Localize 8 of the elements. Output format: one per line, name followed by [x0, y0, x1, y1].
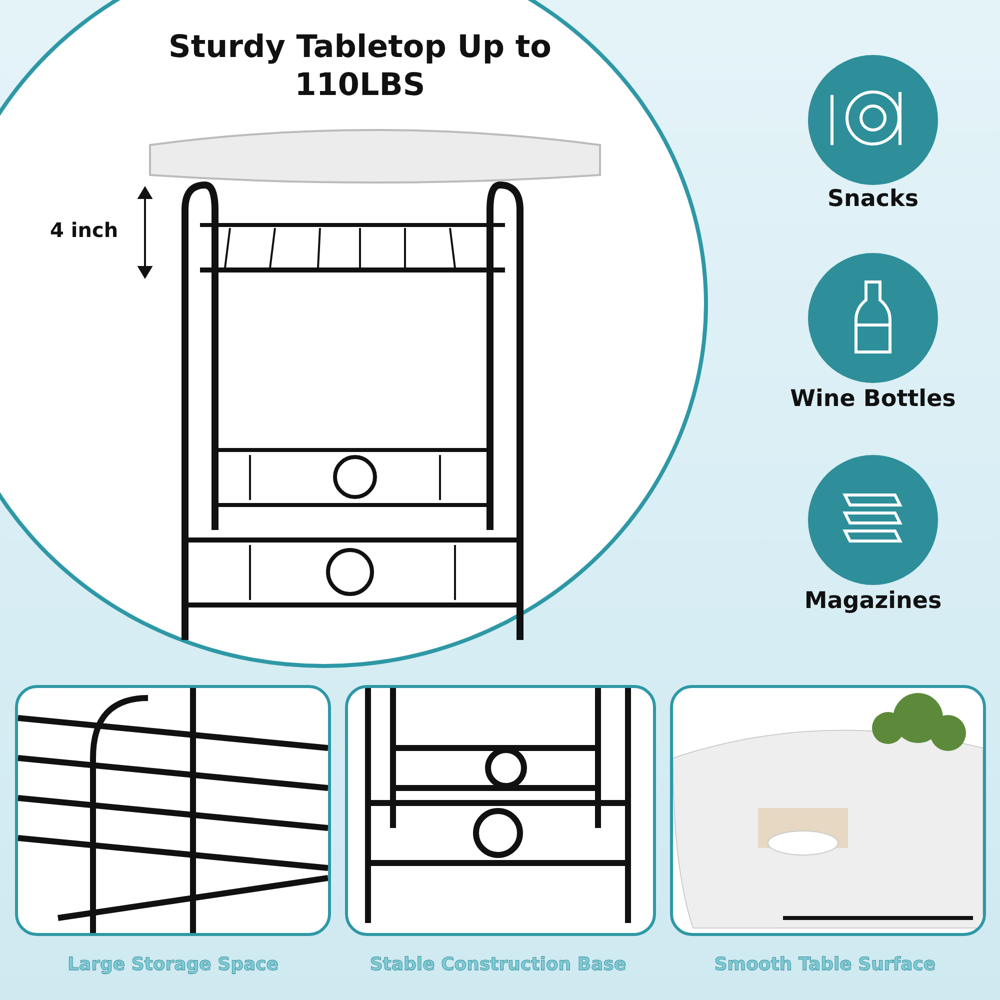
feature-label: Snacks: [826, 186, 920, 212]
caption: Stable Construction Base: [368, 954, 628, 975]
dimension-label: 4 inch: [50, 218, 120, 242]
caption: Smooth Table Surface: [713, 954, 937, 975]
feature-label: Wine Bottles: [789, 386, 957, 412]
caption: Large Storage Space: [66, 954, 280, 975]
heading: Sturdy Tabletop Up to 110LBS: [168, 28, 552, 104]
feature-label: Magazines: [803, 588, 943, 614]
